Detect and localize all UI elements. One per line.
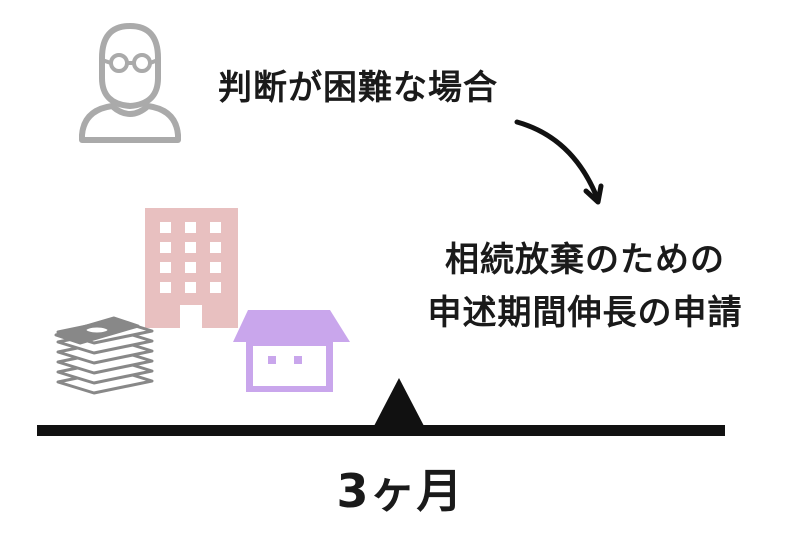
money-stack-icon bbox=[54, 316, 154, 395]
request-line-1: 相続放棄のための bbox=[445, 240, 725, 280]
building-icon bbox=[145, 208, 238, 328]
request-line-2: 申述期間伸長の申請 bbox=[427, 293, 743, 333]
house-icon bbox=[233, 310, 350, 392]
difficult-case-label: 判断が困難な場合 bbox=[218, 68, 498, 108]
triangle-fulcrum-icon bbox=[374, 378, 424, 426]
timeline-bar bbox=[37, 425, 725, 436]
person-with-glasses-icon bbox=[79, 23, 181, 143]
period-label: 3ヶ月 bbox=[336, 464, 464, 518]
curved-arrow-icon bbox=[514, 119, 604, 205]
